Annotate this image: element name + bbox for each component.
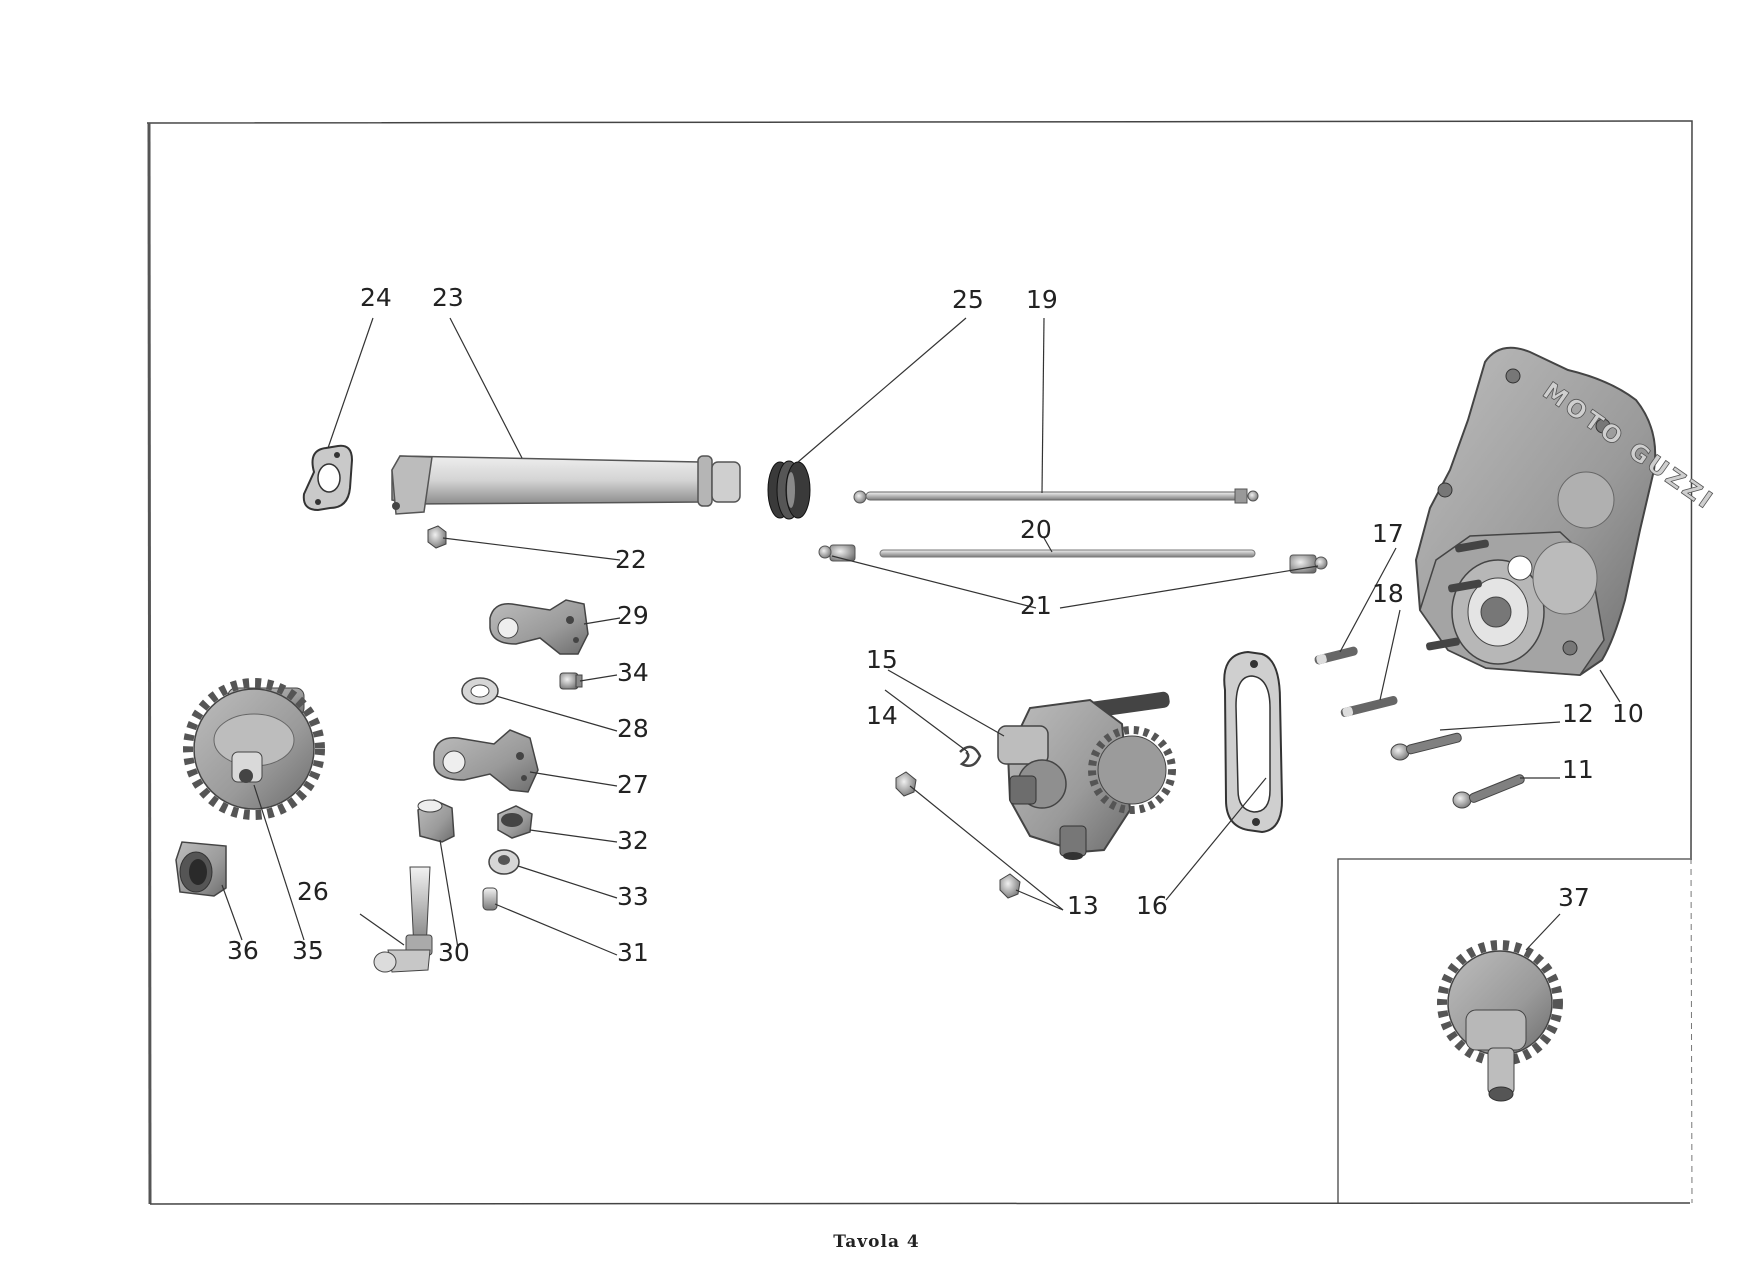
flange-gasket-24 <box>302 444 354 512</box>
callout-24: 24 <box>360 283 392 312</box>
callout-17: 17 <box>1372 519 1404 548</box>
pushrod-19 <box>853 488 1259 504</box>
callout-36: 36 <box>227 936 259 965</box>
plate-caption: Tavola 4 <box>833 1232 920 1252</box>
cam-gear-37 <box>1437 940 1563 1102</box>
callout-26: 26 <box>297 877 329 906</box>
pushrod-20 <box>879 549 1256 558</box>
inset-frame <box>1337 858 1692 1203</box>
callout-34: 34 <box>617 658 649 687</box>
washer-28 <box>461 677 499 705</box>
bush-30 <box>417 799 455 843</box>
pushrod-caps-21 <box>818 544 1328 574</box>
bushing-36 <box>175 841 227 897</box>
callout-13: 13 <box>1067 891 1099 920</box>
callout-33: 33 <box>617 882 649 911</box>
stud-17 <box>1314 646 1358 665</box>
nut-13a <box>895 771 917 797</box>
callout-19: 19 <box>1026 285 1058 314</box>
callout-15: 15 <box>866 645 898 674</box>
callout-labels: 24 23 25 19 20 21 22 29 34 28 27 32 33 3… <box>227 283 1644 967</box>
rocker-arm-29 <box>489 599 589 655</box>
callout-27: 27 <box>617 770 649 799</box>
gasket-16 <box>1223 650 1284 834</box>
callout-16: 16 <box>1136 891 1168 920</box>
ring-33 <box>488 849 520 875</box>
pushrod-tube-23 <box>391 455 741 515</box>
leader-lines <box>221 317 1621 956</box>
callout-28: 28 <box>617 714 649 743</box>
callout-32: 32 <box>617 826 649 855</box>
callout-23: 23 <box>432 283 464 312</box>
screw-11 <box>1452 774 1525 809</box>
callout-12: 12 <box>1562 699 1594 728</box>
screw-12 <box>1390 732 1462 761</box>
callout-21: 21 <box>1020 591 1052 620</box>
callout-22: 22 <box>615 545 647 574</box>
nut-13b <box>999 873 1021 899</box>
plate-frame <box>146 120 1693 1205</box>
bushing-32 <box>497 805 533 839</box>
callout-25: 25 <box>952 285 984 314</box>
clip-14 <box>959 745 982 767</box>
callout-18: 18 <box>1372 579 1404 608</box>
callout-10: 10 <box>1612 699 1644 728</box>
callout-37: 37 <box>1558 883 1590 912</box>
pin-31 <box>482 887 498 911</box>
callout-20: 20 <box>1020 515 1052 544</box>
oil-pump-15 <box>997 691 1176 860</box>
bushing-34 <box>559 672 583 690</box>
callout-35: 35 <box>292 936 324 965</box>
callout-29: 29 <box>617 601 649 630</box>
cam-gear-35 <box>183 678 325 820</box>
shaft-26 <box>373 866 433 973</box>
callout-14: 14 <box>866 701 898 730</box>
callout-30: 30 <box>438 938 470 967</box>
callout-11: 11 <box>1562 755 1594 784</box>
nut-22 <box>427 525 447 549</box>
callout-31: 31 <box>617 938 649 967</box>
rocker-arm-27 <box>433 729 539 793</box>
timing-cover-10: MOTO GUZZI <box>1414 346 1720 677</box>
stud-18 <box>1340 695 1398 718</box>
rubber-seal-25 <box>767 460 811 520</box>
